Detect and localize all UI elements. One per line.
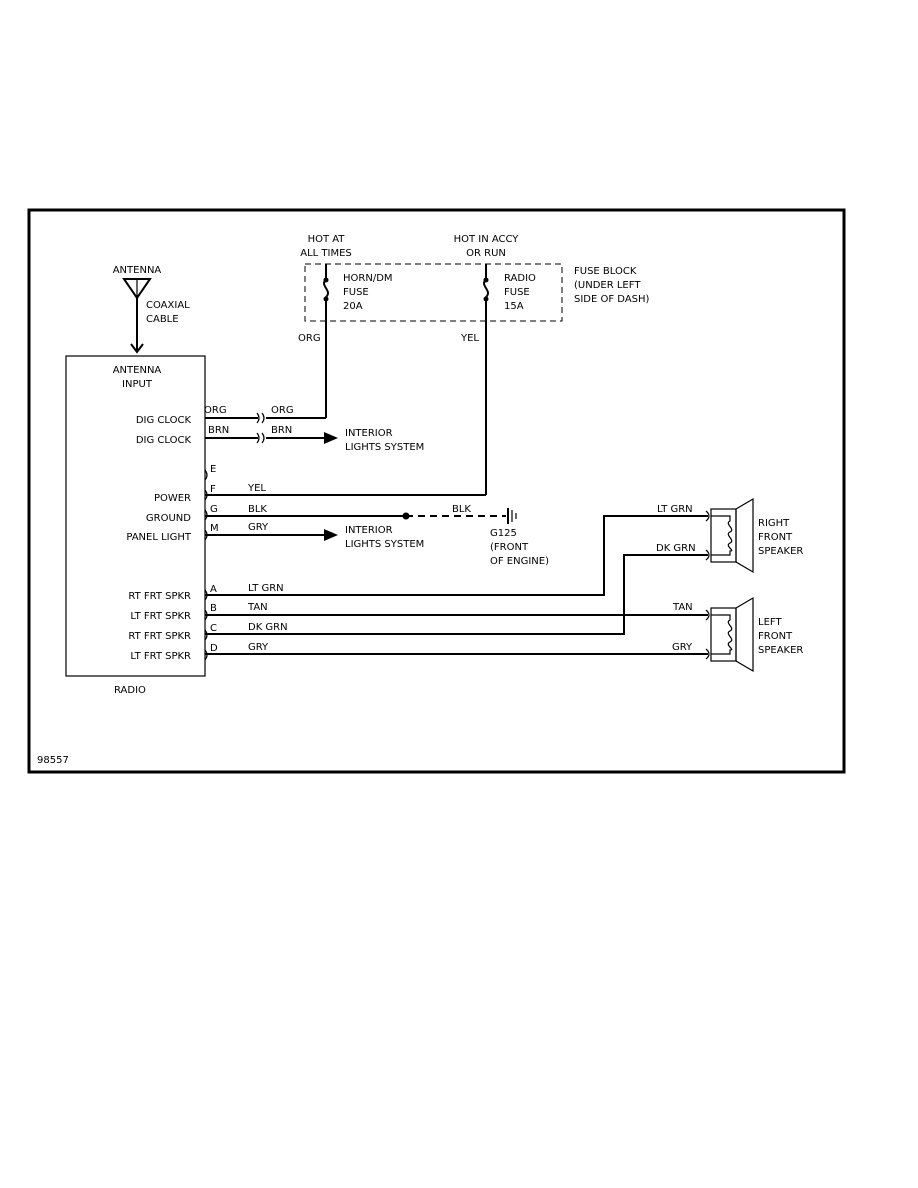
fuse-block-label-3: SIDE OF DASH) bbox=[574, 294, 650, 305]
antenna-label: ANTENNA bbox=[113, 265, 162, 276]
pin-label-dig-clock-1: DIG CLOCK bbox=[136, 415, 192, 426]
radio-label: RADIO bbox=[114, 685, 146, 696]
pin-letter-f: F bbox=[210, 484, 216, 495]
left-speaker-label-3: SPEAKER bbox=[758, 645, 803, 656]
fuse-block-label-2: (UNDER LEFT bbox=[574, 280, 641, 291]
ground-icon bbox=[507, 508, 517, 524]
interior-lights-arrow-2 bbox=[324, 529, 338, 541]
ground-blk-label-left: BLK bbox=[248, 504, 267, 515]
dk-grn-wire bbox=[205, 554, 708, 635]
pin-label-ground: GROUND bbox=[146, 513, 191, 524]
pin-label-lt-frt-spkr-b: LT FRT SPKR bbox=[130, 611, 191, 622]
pin-label-panel-light: PANEL LIGHT bbox=[126, 532, 192, 543]
pin-label-rt-frt-spkr-a: RT FRT SPKR bbox=[128, 591, 191, 602]
pin-letter-d: D bbox=[210, 643, 218, 654]
interior-lights-1-line1: INTERIOR bbox=[345, 428, 393, 439]
interior-lights-arrow-1 bbox=[324, 432, 338, 444]
pin-letter-e: E bbox=[210, 464, 216, 475]
left-speaker-label-1: LEFT bbox=[758, 617, 782, 628]
pin-letter-b: B bbox=[210, 603, 217, 614]
lt-grn-label-right: LT GRN bbox=[657, 504, 693, 515]
panel-light-gry-label: GRY bbox=[248, 522, 269, 533]
or-run-label: OR RUN bbox=[466, 248, 506, 259]
ground-location-1: (FRONT bbox=[490, 542, 529, 553]
lt-grn-label-left: LT GRN bbox=[248, 583, 284, 594]
left-speaker-label-2: FRONT bbox=[758, 631, 793, 642]
interior-lights-1-line2: LIGHTS SYSTEM bbox=[345, 442, 424, 453]
fuse-block-box bbox=[304, 263, 563, 322]
yel-feed-label: YEL bbox=[460, 333, 479, 344]
org-feed-label: ORG bbox=[298, 333, 321, 344]
fuse1-rating: 20A bbox=[343, 301, 363, 312]
gry-label-right: GRY bbox=[672, 642, 693, 653]
pin-letter-g: G bbox=[210, 504, 218, 515]
lt-grn-wire bbox=[205, 515, 708, 596]
hot-in-accy-label: HOT IN ACCY bbox=[454, 234, 520, 245]
right-speaker-label-2: FRONT bbox=[758, 532, 793, 543]
power-yel-label: YEL bbox=[247, 483, 266, 494]
fuse2-rating: 15A bbox=[504, 301, 524, 312]
left-front-speaker-icon bbox=[705, 596, 754, 673]
dig-clock-brn-label-right: BRN bbox=[271, 425, 292, 436]
right-speaker-label-1: RIGHT bbox=[758, 518, 790, 529]
pin-label-rt-frt-spkr-c: RT FRT SPKR bbox=[128, 631, 191, 642]
antenna-input-label-2: INPUT bbox=[122, 379, 153, 390]
fuse-symbol-2 bbox=[483, 279, 489, 298]
fuse-symbol-1 bbox=[323, 279, 329, 298]
coax-label-1: COAXIAL bbox=[146, 300, 190, 311]
tan-label-left: TAN bbox=[247, 602, 268, 613]
ground-blk-label-right: BLK bbox=[452, 504, 471, 515]
diagram-frame bbox=[27, 208, 846, 774]
all-times-label: ALL TIMES bbox=[300, 248, 352, 259]
pin-label-power: POWER bbox=[154, 493, 191, 504]
ground-id-label: G125 bbox=[490, 528, 517, 539]
right-speaker-label-3: SPEAKER bbox=[758, 546, 803, 557]
pin-label-lt-frt-spkr-d: LT FRT SPKR bbox=[130, 651, 191, 662]
pin-letter-a: A bbox=[210, 584, 217, 595]
gry-label-left: GRY bbox=[248, 642, 269, 653]
dig-clock-org-label-left: ORG bbox=[204, 405, 227, 416]
interior-lights-2-line2: LIGHTS SYSTEM bbox=[345, 539, 424, 550]
pin-label-dig-clock-2: DIG CLOCK bbox=[136, 435, 192, 446]
fuse2-name: RADIO bbox=[504, 273, 536, 284]
fuse2-type: FUSE bbox=[504, 287, 530, 298]
pin-letter-c: C bbox=[210, 623, 217, 634]
dig-clock-org-label-right: ORG bbox=[271, 405, 294, 416]
dig-clock-brn-label-left: BRN bbox=[208, 425, 229, 436]
tan-label-right: TAN bbox=[672, 602, 693, 613]
figure-id: 98557 bbox=[37, 755, 69, 766]
pin-letter-m: M bbox=[210, 523, 219, 534]
hot-at-label: HOT AT bbox=[308, 234, 346, 245]
ground-location-2: OF ENGINE) bbox=[490, 556, 549, 567]
antenna-input-label-1: ANTENNA bbox=[113, 365, 162, 376]
dk-grn-label-right: DK GRN bbox=[656, 543, 696, 554]
interior-lights-2-line1: INTERIOR bbox=[345, 525, 393, 536]
dk-grn-label-left: DK GRN bbox=[248, 622, 288, 633]
fuse-block-label-1: FUSE BLOCK bbox=[574, 266, 637, 277]
right-front-speaker-icon bbox=[705, 497, 754, 574]
fuse1-type: FUSE bbox=[343, 287, 369, 298]
coax-label-2: CABLE bbox=[146, 314, 179, 325]
fuse1-name: HORN/DM bbox=[343, 273, 393, 284]
